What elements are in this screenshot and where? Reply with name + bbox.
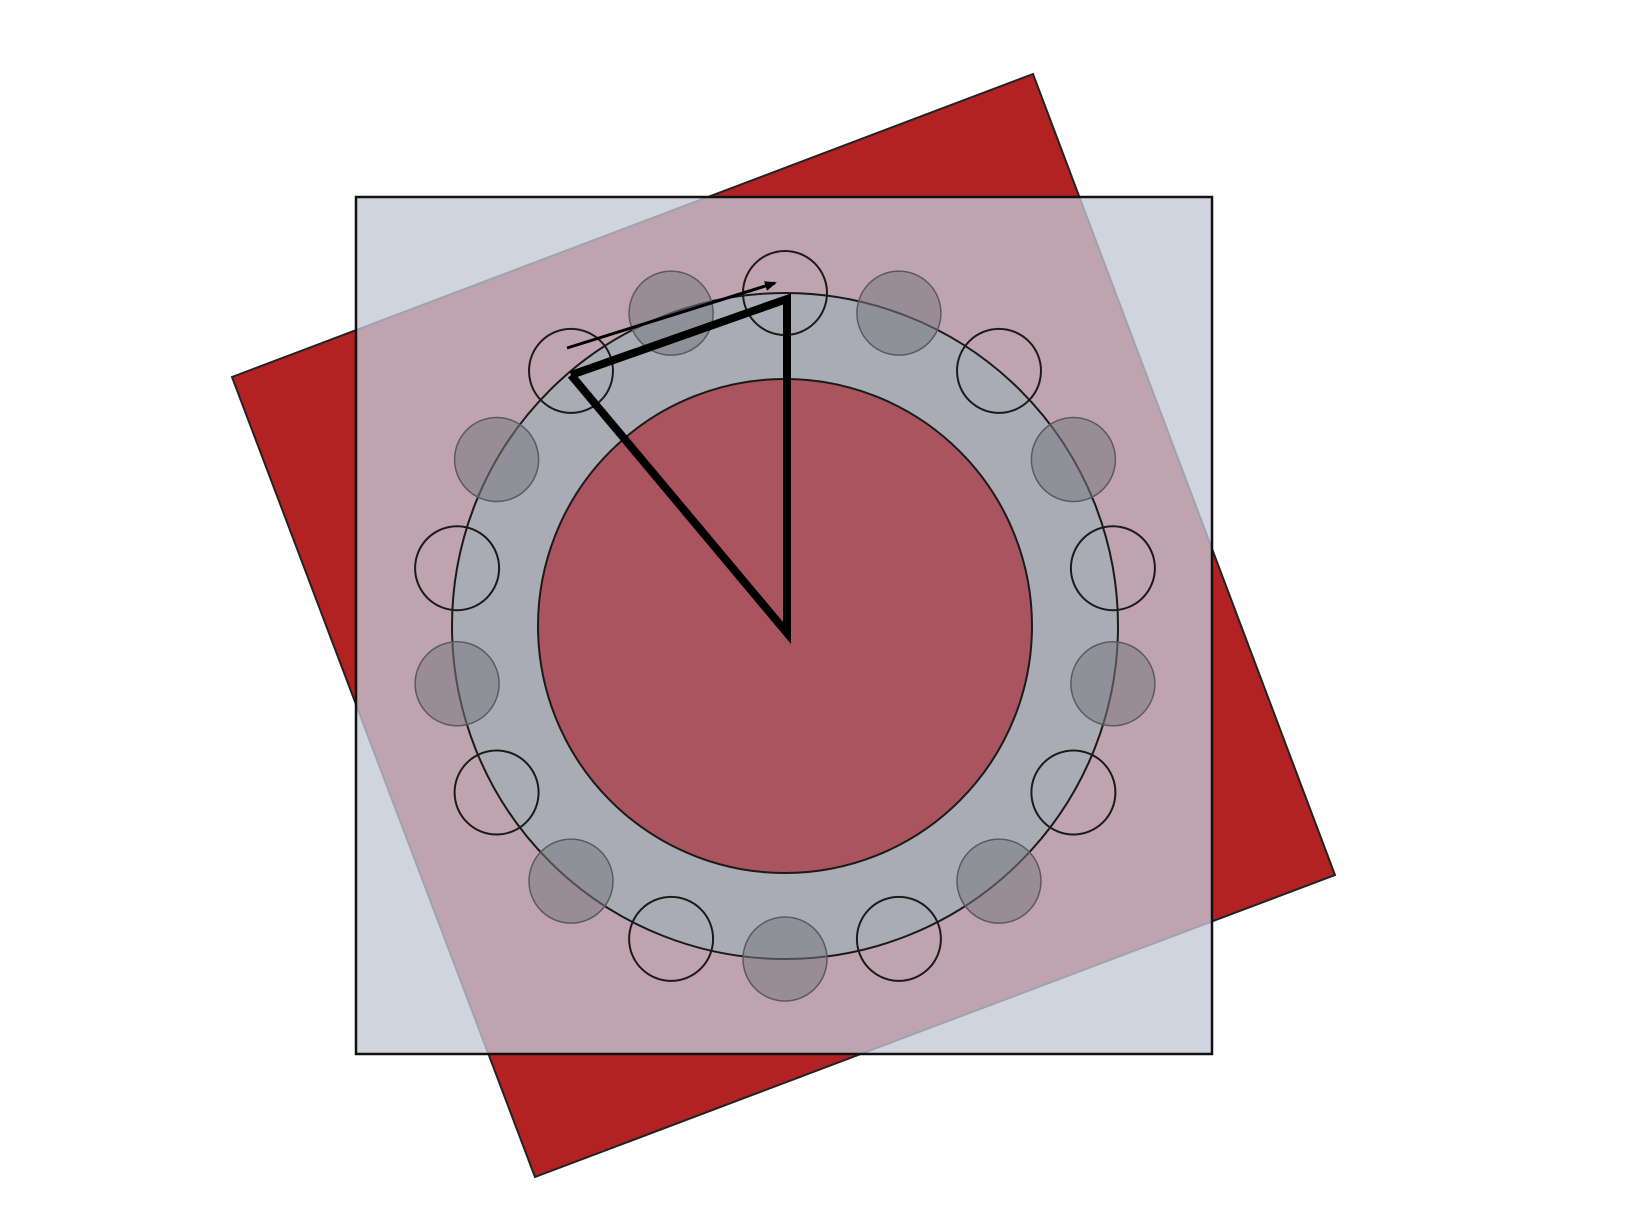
filled-hole bbox=[414, 641, 500, 727]
open-hole bbox=[1069, 525, 1156, 612]
open-hole bbox=[528, 327, 614, 414]
rotation-arrow bbox=[566, 281, 777, 350]
filled-hole bbox=[1030, 416, 1117, 503]
filled-hole bbox=[742, 916, 828, 1002]
angle-triangle bbox=[567, 293, 791, 645]
hole-group bbox=[414, 250, 1156, 1002]
filled-hole bbox=[528, 838, 614, 924]
filled-hole bbox=[956, 838, 1042, 924]
open-hole bbox=[414, 525, 501, 612]
open-hole bbox=[628, 895, 715, 982]
filled-hole bbox=[1070, 641, 1156, 727]
open-hole bbox=[855, 895, 942, 982]
open-hole bbox=[1030, 749, 1117, 836]
filled-hole bbox=[453, 416, 540, 503]
open-hole bbox=[453, 749, 540, 836]
open-hole bbox=[956, 327, 1042, 414]
filled-hole bbox=[856, 270, 942, 356]
